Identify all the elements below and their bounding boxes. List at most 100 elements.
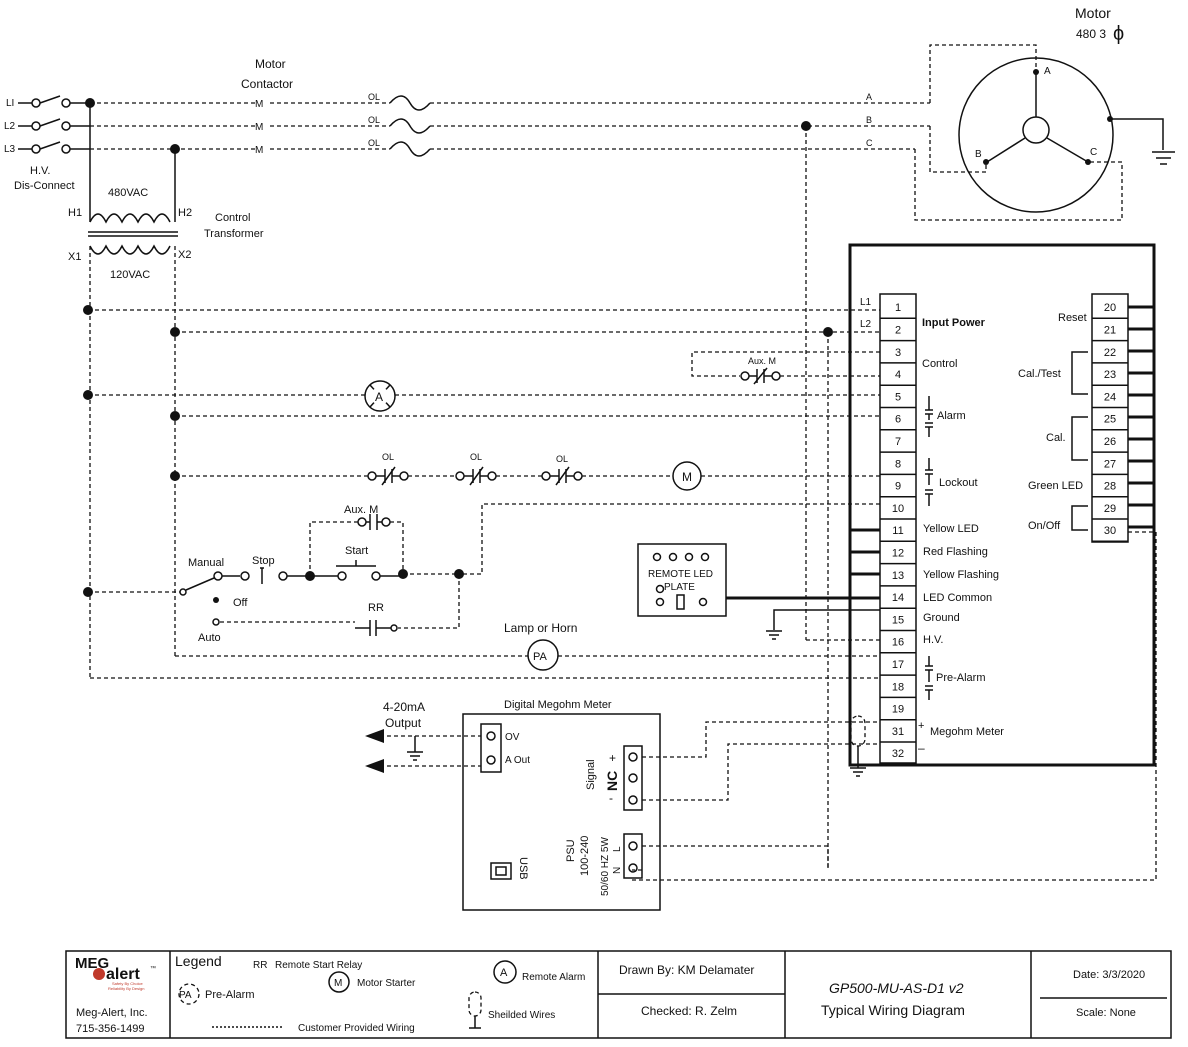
svg-text:A Out: A Out — [505, 755, 530, 766]
disconnect-label-2: Dis-Connect — [14, 180, 75, 192]
disconnect-label: H.V. — [30, 165, 50, 177]
svg-text:PA: PA — [533, 651, 548, 663]
motor-terminal-b: B — [975, 149, 982, 160]
svg-text:Reset: Reset — [1058, 312, 1087, 324]
svg-text:Auto: Auto — [198, 632, 221, 644]
terminal-31: 31 — [892, 726, 904, 738]
svg-text:OV: OV — [505, 732, 520, 743]
svg-text:N: N — [612, 867, 623, 874]
svg-text:715-356-1499: 715-356-1499 — [76, 1023, 145, 1035]
svg-text:RR: RR — [368, 602, 384, 614]
terminal-10: 10 — [892, 503, 904, 515]
logo-meg: MEG — [75, 955, 109, 972]
svg-text:Yellow Flashing: Yellow Flashing — [923, 569, 999, 581]
motor-terminal-c: C — [1090, 147, 1097, 158]
svg-text:A: A — [866, 92, 872, 102]
svg-text:Meg-Alert, Inc.: Meg-Alert, Inc. — [76, 1007, 148, 1019]
terminal-2: 2 — [895, 324, 901, 336]
motor-terminal-a: A — [1044, 66, 1051, 77]
svg-text:Customer Provided Wiring: Customer Provided Wiring — [298, 1023, 415, 1034]
svg-text:Green LED: Green LED — [1028, 480, 1083, 492]
terminal-25: 25 — [1104, 414, 1116, 426]
svg-text:NC: NC — [604, 771, 620, 791]
svg-text:Drawn By: KM Delamater: Drawn By: KM Delamater — [619, 963, 754, 977]
svg-text:Scale: None: Scale: None — [1076, 1007, 1136, 1019]
svg-text:Ground: Ground — [923, 612, 960, 624]
terminal-16: 16 — [892, 637, 904, 649]
terminal-8: 8 — [895, 458, 901, 470]
svg-text:M: M — [682, 470, 692, 484]
contactor-label-2: Contactor — [241, 77, 293, 91]
terminal-7: 7 — [895, 436, 901, 448]
svg-text:Pre-Alarm: Pre-Alarm — [936, 672, 986, 684]
svg-text:50/60 HZ 5W: 50/60 HZ 5W — [600, 837, 611, 896]
svg-text:+: + — [609, 751, 616, 765]
terminal-22: 22 — [1104, 347, 1116, 359]
pre-alarm-symbol — [527, 639, 559, 671]
svg-text:Red Flashing: Red Flashing — [923, 546, 988, 558]
svg-text:Control: Control — [215, 212, 250, 224]
phase-symbol: ϕ — [1113, 23, 1124, 45]
terminal-18: 18 — [892, 681, 904, 693]
terminal-15: 15 — [892, 614, 904, 626]
svg-text:Reliability By Design: Reliability By Design — [108, 986, 144, 991]
svg-text:Motor Starter: Motor Starter — [357, 978, 416, 989]
line-l2-label: L2 — [4, 121, 16, 132]
svg-text:Start: Start — [345, 545, 368, 557]
terminal-29: 29 — [1104, 503, 1116, 515]
terminal-1: 1 — [895, 302, 901, 314]
digital-megohm-meter: Digital Megohm Meter 4-20mA Output OV A … — [365, 699, 880, 911]
svg-text:480VAC: 480VAC — [108, 187, 148, 199]
svg-text:LED Common: LED Common — [923, 592, 992, 604]
svg-text:Aux. M: Aux. M — [748, 356, 776, 366]
terminal-5: 5 — [895, 391, 901, 403]
terminal-17: 17 — [892, 659, 904, 671]
svg-text:M: M — [334, 978, 342, 989]
svg-text:Checked: R. Zelm: Checked: R. Zelm — [641, 1004, 737, 1018]
svg-text:C: C — [866, 138, 873, 148]
terminal-26: 26 — [1104, 436, 1116, 448]
svg-text:A: A — [375, 390, 383, 404]
svg-text:H1: H1 — [68, 207, 82, 219]
svg-text:Megohm Meter: Megohm Meter — [930, 726, 1004, 738]
svg-text:-: - — [609, 791, 613, 805]
svg-text:Lockout: Lockout — [939, 477, 978, 489]
control-rungs: Aux. M A OL OL OL M — [83, 305, 880, 870]
svg-text:B: B — [866, 115, 872, 125]
svg-text:M: M — [255, 99, 263, 110]
control-transformer: 480VAC H1 H2 X1 X2 120VAC Control Transf… — [68, 187, 264, 678]
svg-text:L: L — [612, 846, 623, 852]
terminal-12: 12 — [892, 547, 904, 559]
svg-text:H2: H2 — [178, 207, 192, 219]
svg-text:Cal.: Cal. — [1046, 432, 1066, 444]
svg-text:OL: OL — [470, 452, 482, 462]
svg-text:Date: 3/3/2020: Date: 3/3/2020 — [1073, 969, 1145, 981]
terminal-28: 28 — [1104, 481, 1116, 493]
terminal-30: 30 — [1104, 525, 1116, 537]
svg-text:A: A — [500, 967, 508, 979]
svg-text:Aux. M: Aux. M — [344, 504, 378, 516]
svg-text:RR: RR — [253, 960, 267, 971]
svg-text:H.V.: H.V. — [923, 634, 943, 646]
terminal-4: 4 — [895, 369, 901, 381]
svg-text:4-20mA: 4-20mA — [383, 700, 425, 714]
svg-text:REMOTE LED: REMOTE LED — [648, 569, 713, 580]
svg-text:Sheilded Wires: Sheilded Wires — [488, 1010, 555, 1021]
terminal-3: 3 — [895, 347, 901, 359]
svg-text:USB: USB — [517, 857, 529, 880]
terminal-27: 27 — [1104, 458, 1116, 470]
svg-text:L2: L2 — [860, 319, 872, 330]
svg-text:+: + — [918, 720, 924, 732]
svg-text:Signal: Signal — [585, 759, 597, 790]
motor: Motor 480 3 ϕ A B C — [958, 5, 1175, 213]
svg-text:On/Off: On/Off — [1028, 520, 1061, 532]
terminal-20: 20 — [1104, 302, 1116, 314]
line-l1-label: LI — [6, 98, 14, 109]
svg-text:Remote Alarm: Remote Alarm — [522, 972, 585, 983]
svg-text:Alarm: Alarm — [937, 410, 966, 422]
svg-text:M: M — [255, 122, 263, 133]
terminal-11: 11 — [892, 525, 903, 537]
svg-text:Lamp or Horn: Lamp or Horn — [504, 621, 577, 635]
svg-text:Remote Start Relay: Remote Start Relay — [275, 960, 362, 971]
